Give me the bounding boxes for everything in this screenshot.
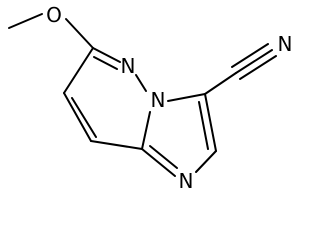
bond-c6-n1: [92, 47, 121, 63]
bond-c5-c4: [63, 92, 92, 142]
bond-c2-c3: [204, 93, 217, 152]
atom-nitrogen-ring: N: [121, 54, 136, 78]
bond-c6-c5: [63, 47, 94, 94]
atom-nitrogen-bridge: N: [151, 88, 166, 112]
bond-nitrile-3: [239, 55, 277, 80]
atom-nitrogen-nitrile: N: [278, 32, 293, 56]
bond-methyl-o: [8, 13, 43, 29]
bond-c2-c3-double: [198, 101, 209, 150]
atom-nitrogen-imidazole: N: [179, 169, 194, 193]
bond-c3-nbridge: [167, 93, 206, 102]
bond-c6-n1-double: [93, 56, 118, 70]
bond-c3-cn: [204, 72, 237, 95]
bond-c8a-nbridge: [141, 111, 151, 150]
bond-nimid-c2: [195, 150, 217, 173]
bond-nitrile-1: [235, 49, 273, 74]
molecule-diagram: O N N N N: [8, 3, 293, 193]
bond-c5-c4-double: [71, 97, 97, 138]
atom-oxygen: O: [46, 3, 62, 27]
structure-canvas: O N N N N: [8, 3, 293, 193]
bond-c8a-nimid: [141, 148, 176, 177]
bond-c4-c8a: [90, 140, 143, 150]
bond-nitrile-2: [231, 43, 269, 68]
bond-c8a-nimid-double: [149, 145, 178, 169]
bond-n1-nbridge: [135, 74, 147, 92]
bond-o-c6: [65, 18, 94, 49]
